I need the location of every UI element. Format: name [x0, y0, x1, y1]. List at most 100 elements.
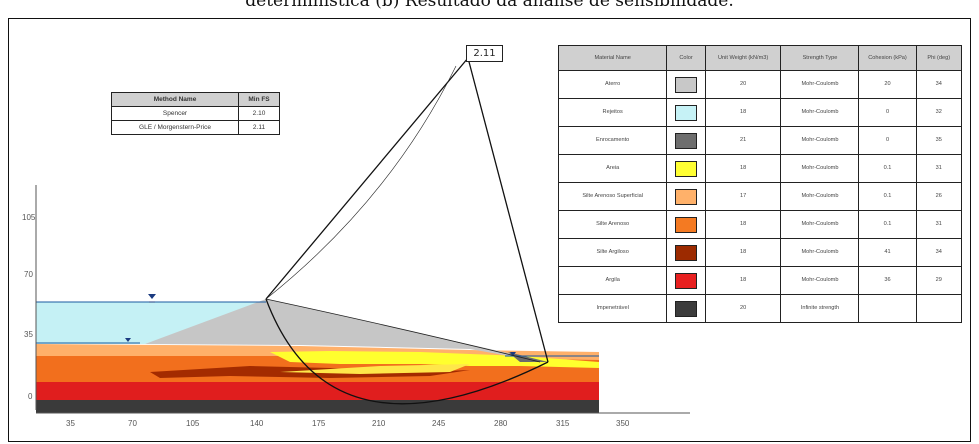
cohesion-cell: [858, 294, 917, 323]
critical-slip-surface: [265, 298, 549, 405]
strength-type-cell: Mohr-Coulomb: [780, 182, 860, 211]
method-name-header: Method Name: [111, 92, 239, 107]
slip-radius-right: [467, 57, 549, 363]
unit-weight-cell: 18: [704, 238, 782, 267]
color-swatch: [675, 160, 698, 177]
layer-argila: [36, 381, 599, 400]
color-swatch: [675, 272, 698, 289]
slip-arc-aterro: [265, 298, 541, 363]
material-name-header: Material Name: [557, 45, 668, 71]
phi-header: Phi (deg): [915, 45, 963, 71]
phi-cell: 31: [915, 154, 963, 183]
cohesion-cell: 41: [858, 238, 917, 267]
phi-cell: 32: [915, 98, 963, 127]
layer-rejeitos: [36, 302, 266, 344]
cohesion-cell: 0.1: [858, 182, 917, 211]
material-name-cell: Impenetrável: [557, 294, 668, 323]
material-name-cell: Silte Arenoso Superficial: [557, 182, 668, 211]
factor-of-safety-label: 2.11: [466, 45, 503, 62]
phi-cell: 35: [915, 126, 963, 155]
phi-cell: 26: [915, 182, 963, 211]
color-swatch-cell: [666, 126, 706, 155]
color-swatch-cell: [666, 70, 706, 99]
color-swatch-cell: [666, 98, 706, 127]
cohesion-header: Cohesion (kPa): [858, 45, 917, 71]
slip-radius-left: [265, 57, 469, 300]
table-row: GLE / Morgenstern-Price 2.11: [111, 120, 280, 135]
material-name-cell: Rejeitos: [557, 98, 668, 127]
soil-layers: [36, 299, 599, 413]
unit-weight-cell: 20: [704, 294, 782, 323]
material-name-cell: Silte Arenoso: [557, 210, 668, 239]
color-swatch-cell: [666, 154, 706, 183]
color-swatch-cell: [666, 210, 706, 239]
phi-cell: 31: [915, 210, 963, 239]
min-fs-cell: 2.10: [238, 106, 280, 121]
cohesion-cell: 0: [858, 126, 917, 155]
strength-type-cell: Mohr-Coulomb: [780, 70, 860, 99]
strength-type-cell: Infinite strength: [780, 294, 860, 323]
color-swatch: [675, 76, 698, 93]
strength-type-cell: Mohr-Coulomb: [780, 266, 860, 295]
figure-caption: determinística (b) Resultado da análise …: [245, 0, 734, 11]
material-name-cell: Argila: [557, 266, 668, 295]
color-swatch: [675, 216, 698, 233]
material-name-cell: Enrocamento: [557, 126, 668, 155]
materials-table: Material Name Color Unit Weight (kN/m3) …: [557, 45, 963, 323]
unit-weight-cell: 21: [704, 126, 782, 155]
unit-weight-cell: 18: [704, 98, 782, 127]
color-swatch-cell: [666, 182, 706, 211]
strength-type-cell: Mohr-Coulomb: [780, 210, 860, 239]
cohesion-cell: 0: [858, 98, 917, 127]
layer-areia: [270, 351, 599, 368]
phi-cell: 34: [915, 70, 963, 99]
method-table: Method Name Min FS Spencer 2.10 GLE / Mo…: [111, 92, 280, 135]
min-fs-cell: 2.11: [238, 120, 280, 135]
color-swatch-cell: [666, 294, 706, 323]
layer-enrocamento-toe: [508, 352, 548, 362]
slip-center-arc: [265, 65, 457, 300]
material-name-cell: Aterro: [557, 70, 668, 99]
color-swatch-cell: [666, 238, 706, 267]
strength-type-header: Strength Type: [780, 45, 860, 71]
cohesion-cell: 0.1: [858, 210, 917, 239]
color-swatch: [675, 300, 698, 317]
material-name-cell: Areia: [557, 154, 668, 183]
phi-cell: [915, 294, 963, 323]
color-swatch: [675, 132, 698, 149]
strength-type-cell: Mohr-Coulomb: [780, 238, 860, 267]
layer-aterro: [145, 299, 548, 362]
cohesion-cell: 0.1: [858, 154, 917, 183]
unit-weight-cell: 18: [704, 154, 782, 183]
color-swatch-cell: [666, 266, 706, 295]
cohesion-cell: 36: [858, 266, 917, 295]
method-name-cell: Spencer: [111, 106, 239, 121]
material-name-cell: Silte Argiloso: [557, 238, 668, 267]
layer-areia-lens: [280, 364, 470, 374]
unit-weight-cell: 18: [704, 210, 782, 239]
water-level-marker-icon: [125, 294, 516, 356]
unit-weight-header: Unit Weight (kN/m3): [704, 45, 782, 71]
method-name-cell: GLE / Morgenstern-Price: [111, 120, 239, 135]
color-header: Color: [666, 45, 706, 71]
color-swatch: [675, 104, 698, 121]
cohesion-cell: 20: [858, 70, 917, 99]
unit-weight-cell: 18: [704, 266, 782, 295]
strength-type-cell: Mohr-Coulomb: [780, 126, 860, 155]
layer-impenetravel: [36, 399, 599, 413]
unit-weight-cell: 17: [704, 182, 782, 211]
phi-cell: 29: [915, 266, 963, 295]
strength-type-cell: Mohr-Coulomb: [780, 154, 860, 183]
strength-type-cell: Mohr-Coulomb: [780, 98, 860, 127]
